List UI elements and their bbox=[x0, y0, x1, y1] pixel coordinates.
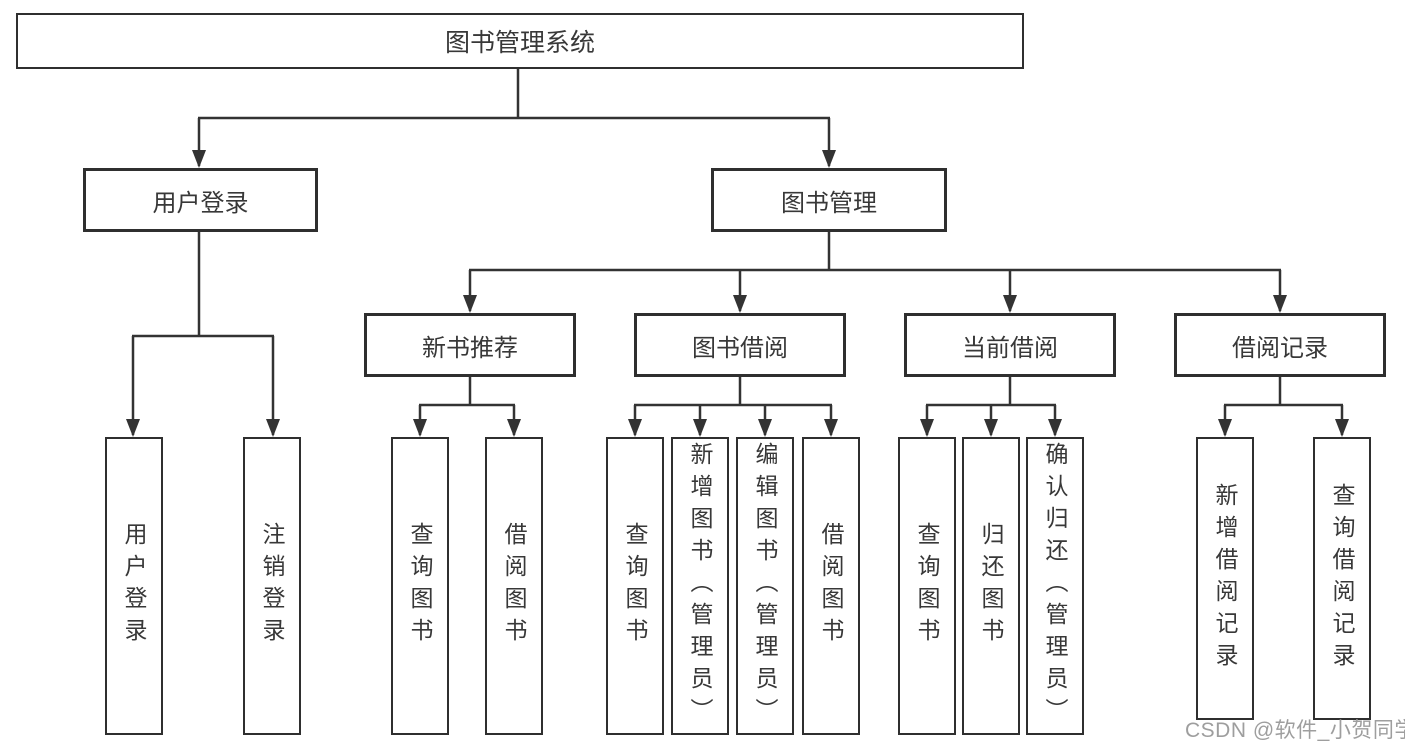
leaf-user-login: 用户登录 bbox=[105, 437, 163, 735]
leaf-logout: 注销登录 bbox=[243, 437, 301, 735]
node-book-borrow: 图书借阅 bbox=[634, 313, 846, 377]
leaf-query-borrow-record: 查询借阅记录 bbox=[1313, 437, 1371, 720]
watermark: CSDN @软件_小贺同学 bbox=[1185, 719, 1405, 742]
node-current-borrow: 当前借阅 bbox=[904, 313, 1116, 377]
leaf-edit-book-admin: 编辑图书（管理员） bbox=[736, 437, 794, 735]
node-root: 图书管理系统 bbox=[16, 13, 1024, 69]
leaf-add-borrow-record: 新增借阅记录 bbox=[1196, 437, 1254, 720]
leaf-borrow-books: 借阅图书 bbox=[802, 437, 860, 735]
connector-book-borrow-trunk bbox=[634, 377, 832, 407]
connector-user-login-trunk bbox=[132, 232, 274, 338]
connector-book-management-trunk bbox=[469, 232, 1281, 272]
connector-new-book-trunk bbox=[419, 377, 515, 407]
leaf-return-book: 归还图书 bbox=[962, 437, 1020, 735]
leaf-confirm-return-admin: 确认归还（管理员） bbox=[1026, 437, 1084, 735]
node-user-login: 用户登录 bbox=[83, 168, 318, 232]
connector-current-borrow-trunk bbox=[926, 377, 1056, 407]
connector-root-trunk bbox=[198, 69, 830, 120]
leaf-query-books-current: 查询图书 bbox=[898, 437, 956, 735]
leaf-query-books-borrow: 查询图书 bbox=[606, 437, 664, 735]
leaf-query-books-recommend: 查询图书 bbox=[391, 437, 449, 735]
node-book-management: 图书管理 bbox=[711, 168, 947, 232]
connector-borrow-records-trunk bbox=[1224, 377, 1343, 407]
node-borrow-records: 借阅记录 bbox=[1174, 313, 1386, 377]
leaf-borrow-books-recommend: 借阅图书 bbox=[485, 437, 543, 735]
leaf-add-book-admin: 新增图书（管理员） bbox=[671, 437, 729, 735]
node-new-book-recommend: 新书推荐 bbox=[364, 313, 576, 377]
